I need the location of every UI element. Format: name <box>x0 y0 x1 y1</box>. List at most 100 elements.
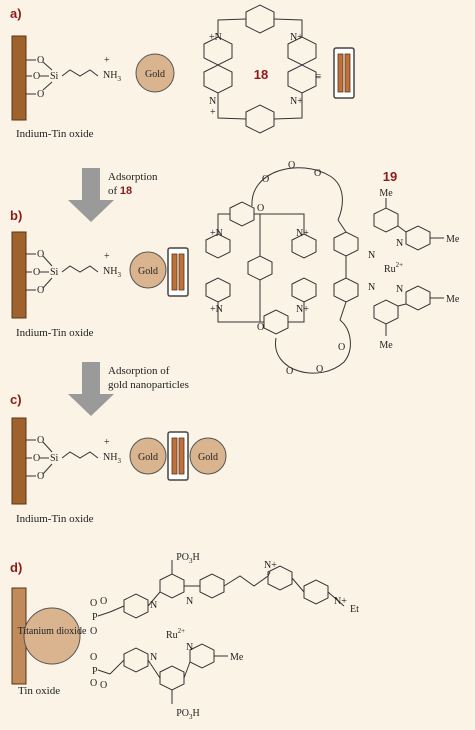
svg-text:N: N <box>368 250 375 261</box>
gold-nanoparticle-a <box>135 53 175 93</box>
ammonium-c: NH3 <box>103 452 121 465</box>
svg-text:O: O <box>33 453 40 464</box>
svg-text:O: O <box>257 322 264 333</box>
gold-nanoparticle-c-right <box>189 437 227 475</box>
cyclophane-icon-b <box>167 247 189 297</box>
methyl-b1: Me <box>379 188 393 199</box>
titanium-dioxide-label: Titanium dioxide <box>18 626 87 637</box>
svg-text:O: O <box>288 160 295 171</box>
svg-text:O: O <box>338 342 345 353</box>
compound-19-structure: +N N+ +N N+ O O O O O O O O N N N N <box>205 160 444 377</box>
step2-line2: gold nanoparticles <box>108 379 189 391</box>
svg-text:N: N <box>396 238 403 249</box>
ito-electrode-c <box>11 417 27 505</box>
phosphonate-bottom: PO3H <box>176 708 200 721</box>
propyl-chain-a <box>61 69 99 77</box>
silicon-b: Si <box>50 267 59 278</box>
svg-text:+: + <box>210 107 216 118</box>
svg-text:O: O <box>257 203 264 214</box>
svg-text:P: P <box>92 612 98 623</box>
ito-electrode-b <box>11 231 27 319</box>
svg-text:N: N <box>150 652 157 663</box>
svg-text:O: O <box>262 174 269 185</box>
svg-text:P: P <box>92 666 98 677</box>
svg-text:O: O <box>90 652 97 663</box>
svg-text:N: N <box>186 596 193 607</box>
oxygen-a1: O <box>37 55 44 66</box>
ru-dye-structure: OO OO PP OO <box>90 560 347 704</box>
gold-label-a: Gold <box>145 69 165 80</box>
svg-text:+: + <box>104 437 110 448</box>
panel-d: d) Tin oxide Titanium dioxide OO OO PP O… <box>10 552 359 721</box>
step-arrow-2: Adsorption of gold nanoparticles <box>68 362 189 416</box>
svg-text:+N: +N <box>209 32 222 43</box>
step2-line1: Adsorption of <box>108 365 170 377</box>
ethyl-d: Et <box>350 604 359 615</box>
oxygen-a2: O <box>33 71 40 82</box>
svg-text:O: O <box>314 168 321 179</box>
gold-nanoparticle-c-left <box>129 437 167 475</box>
ito-electrode-a <box>11 35 27 121</box>
methyl-b3: Me <box>446 294 460 305</box>
svg-text:N: N <box>396 284 403 295</box>
svg-text:N+: N+ <box>296 228 309 239</box>
gold-label-c-left: Gold <box>138 452 158 463</box>
svg-text:O: O <box>100 680 107 691</box>
gold-label-b: Gold <box>138 266 158 277</box>
compound-19-label: 19 <box>383 169 397 184</box>
svg-text:O: O <box>33 267 40 278</box>
svg-text:N+: N+ <box>296 304 309 315</box>
svg-text:O: O <box>37 285 44 296</box>
svg-text:N: N <box>186 642 193 653</box>
titanium-dioxide-particle <box>23 607 81 665</box>
svg-text:O: O <box>90 678 97 689</box>
svg-text:O: O <box>37 471 44 482</box>
svg-text:O: O <box>90 626 97 637</box>
svg-text:+: + <box>104 251 110 262</box>
svg-text:N: N <box>368 282 375 293</box>
svg-text:N+: N+ <box>264 560 277 571</box>
panel-c-label: c) <box>10 392 22 407</box>
svg-text:O: O <box>316 364 323 375</box>
panel-b-label: b) <box>10 208 22 223</box>
cyclophane-icon <box>333 47 355 99</box>
gold-nanoparticle-b <box>129 251 167 289</box>
ito-label-c: Indium-Tin oxide <box>16 513 94 525</box>
panel-a-label: a) <box>10 6 22 21</box>
oxygen-a3: O <box>37 89 44 100</box>
svg-text:N: N <box>150 600 157 611</box>
svg-text:N: N <box>209 96 216 107</box>
down-arrow-icon <box>68 168 114 222</box>
panel-d-label: d) <box>10 560 22 575</box>
svg-text:N+: N+ <box>290 32 303 43</box>
svg-text:N+: N+ <box>290 96 303 107</box>
svg-text:O: O <box>286 366 293 377</box>
methyl-d: Me <box>230 652 244 663</box>
ruthenium-d: Ru2+ <box>166 627 185 641</box>
step1-line1: Adsorption <box>108 171 158 183</box>
svg-text:O: O <box>37 249 44 260</box>
ammonium-plus-a: + <box>104 55 110 66</box>
silicon-a: Si <box>50 71 59 82</box>
step-arrow-1: Adsorption of 18 <box>68 168 158 222</box>
panel-b: b) Indium-Tin oxide OOO Si + NH3 Gold <box>10 160 460 377</box>
phosphonate-top: PO3H <box>176 552 200 565</box>
svg-text:+N: +N <box>210 228 223 239</box>
equivalence-symbol: ≡ <box>315 71 321 83</box>
svg-text:O: O <box>100 596 107 607</box>
ruthenium-b: Ru2+ <box>384 261 403 275</box>
methyl-b4: Me <box>379 340 393 351</box>
cyclophane-icon-c <box>167 431 189 481</box>
svg-text:+N: +N <box>210 304 223 315</box>
svg-text:N+: N+ <box>334 596 347 607</box>
ammonium-a: NH3 <box>103 70 121 83</box>
silicon-c: Si <box>50 453 59 464</box>
cyclophane-18: +N N+ N + N+ <box>203 4 317 134</box>
methyl-b2: Me <box>446 234 460 245</box>
step1-line2: of 18 <box>108 185 132 197</box>
ito-label-b: Indium-Tin oxide <box>16 327 94 339</box>
compound-18-label: 18 <box>254 67 268 82</box>
panel-c: c) Indium-Tin oxide OOO Si + NH3 Gold Go… <box>10 392 227 525</box>
panel-a: a) Indium-Tin oxide O O O Si + NH3 Gold <box>10 4 355 140</box>
